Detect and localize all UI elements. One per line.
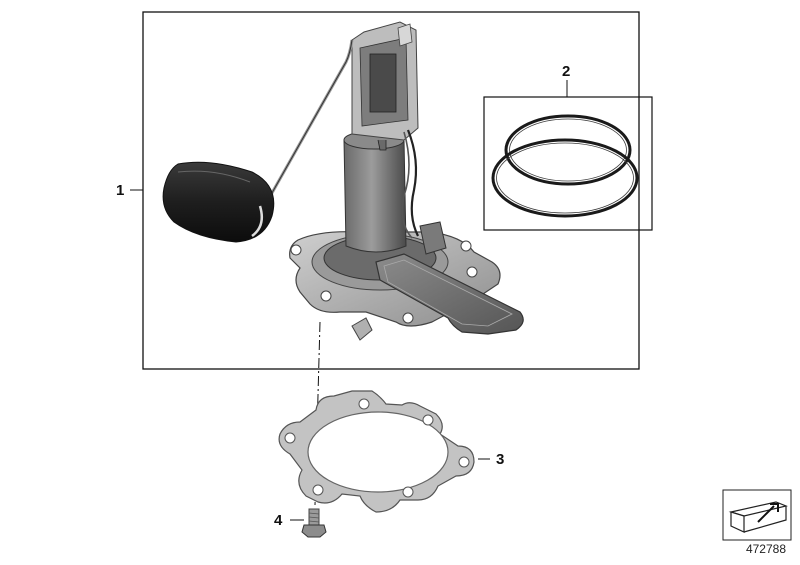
- fuel-level-float: [162, 161, 275, 243]
- reference-icon: [722, 489, 792, 541]
- fuel-pump-assembly: [162, 21, 524, 341]
- callout-2: 2: [562, 63, 571, 80]
- callout-4: 4: [274, 512, 283, 529]
- callout-1: 1: [116, 182, 125, 199]
- part-2-frame: [483, 96, 653, 231]
- bolt: [301, 508, 327, 538]
- o-ring-pair: [491, 114, 639, 218]
- gasket: [278, 390, 475, 513]
- diagram-reference-number: 472788: [745, 542, 786, 556]
- callout-3: 3: [496, 451, 505, 468]
